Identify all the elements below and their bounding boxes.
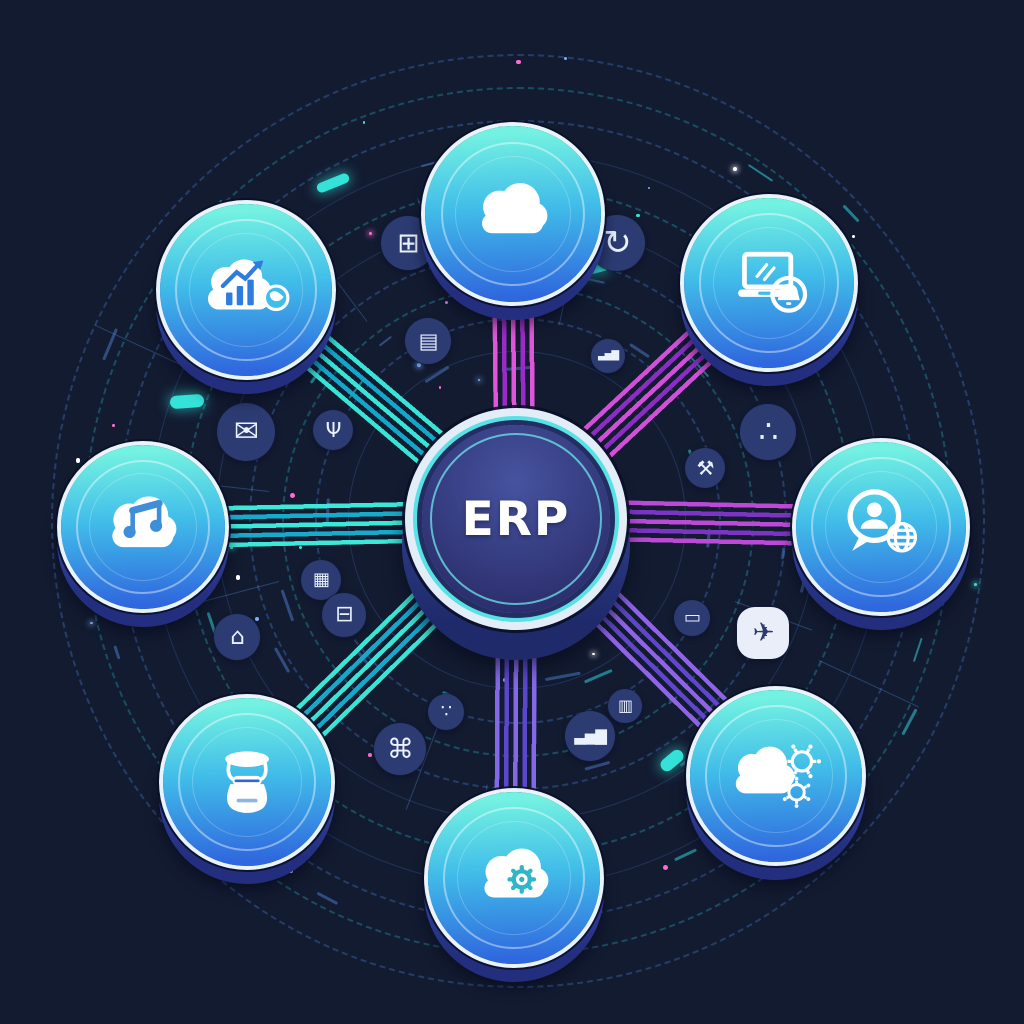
machinery-icon: ⚒ — [685, 448, 725, 488]
cloud-music-icon — [112, 496, 177, 548]
cloud-analytics-icon — [207, 259, 290, 311]
node-global-users — [792, 442, 970, 630]
briefcase-icon: ▤ — [405, 318, 451, 364]
glow-dot — [564, 56, 568, 60]
erp-hub-label: ERP — [461, 491, 571, 547]
bar-chart-icon: ▃▅▇ — [565, 711, 615, 761]
glow-dot — [445, 301, 449, 304]
glow-dot — [516, 60, 521, 65]
glow-dot — [254, 617, 259, 622]
glow-dot — [732, 167, 738, 172]
glow-dot — [973, 583, 978, 587]
glow-dot — [75, 458, 81, 464]
node-cloud-analytics — [156, 204, 336, 394]
laptop-alert-icon — [738, 252, 808, 314]
glow-dot — [851, 234, 855, 238]
cloud-gear-icon — [484, 848, 549, 898]
cloud-virus-icon — [735, 744, 821, 808]
glow-dot — [647, 187, 650, 190]
goblet-icon: Ψ — [313, 410, 353, 450]
node-procurement-bag — [159, 698, 335, 884]
bag-icon — [225, 751, 269, 813]
orbit-ring — [51, 54, 985, 988]
airplane-icon: ✈ — [737, 607, 789, 659]
node-cloud-storage — [421, 126, 605, 320]
user-chat-globe-icon — [847, 489, 918, 553]
glow-dot — [90, 622, 93, 625]
brain-icon: ⌘ — [374, 723, 426, 775]
node-device-alerts — [680, 198, 858, 386]
molecule-icon: ∵ — [428, 694, 464, 730]
glow-dot — [230, 545, 233, 549]
network-nodes-icon: ∴ — [740, 404, 796, 460]
glow-dot — [478, 378, 481, 381]
glow-dot — [417, 363, 422, 368]
glow-dot — [298, 546, 302, 550]
glow-dot — [289, 492, 295, 498]
glow-dot — [368, 752, 373, 757]
mini-chart-icon: ▃▅▇ — [591, 339, 625, 373]
glow-dot — [592, 653, 595, 656]
truck-icon: ▭ — [674, 600, 710, 636]
node-cloud-media — [57, 445, 229, 627]
glow-dot — [112, 424, 115, 427]
archive-icon: ⊟ — [322, 593, 366, 637]
glow-dot — [362, 121, 366, 124]
photo-icon: ▦ — [301, 560, 341, 600]
erp-hub-face: ERP — [422, 425, 610, 613]
node-cloud-automation — [424, 792, 604, 982]
glow-dot — [369, 232, 372, 235]
mail-edit-icon: ✉ — [217, 403, 275, 461]
node-cloud-security — [686, 690, 866, 880]
cloud-icon — [482, 183, 548, 234]
tote-bag-icon: ⌂ — [214, 614, 260, 660]
erp-hub: ERP — [402, 425, 630, 660]
glow-dot — [636, 214, 640, 218]
glow-dot — [235, 575, 241, 581]
glow-dot — [438, 386, 441, 389]
badge-card-icon: ▥ — [608, 689, 642, 723]
glow-dot — [663, 864, 669, 870]
